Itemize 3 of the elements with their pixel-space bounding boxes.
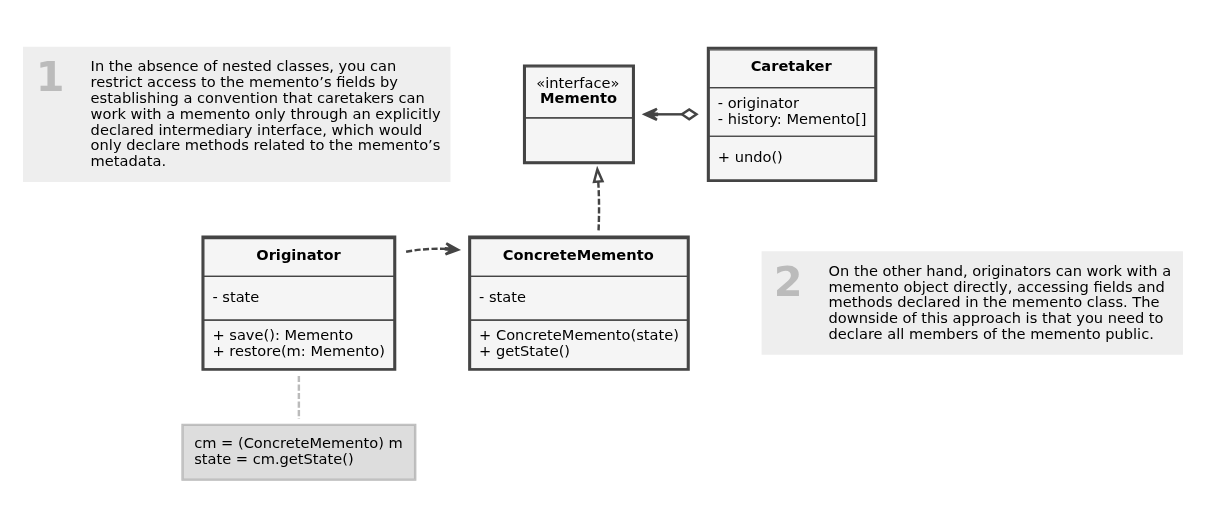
arrow: [592, 165, 605, 231]
arrow: [643, 107, 699, 122]
arrow: [405, 242, 460, 256]
